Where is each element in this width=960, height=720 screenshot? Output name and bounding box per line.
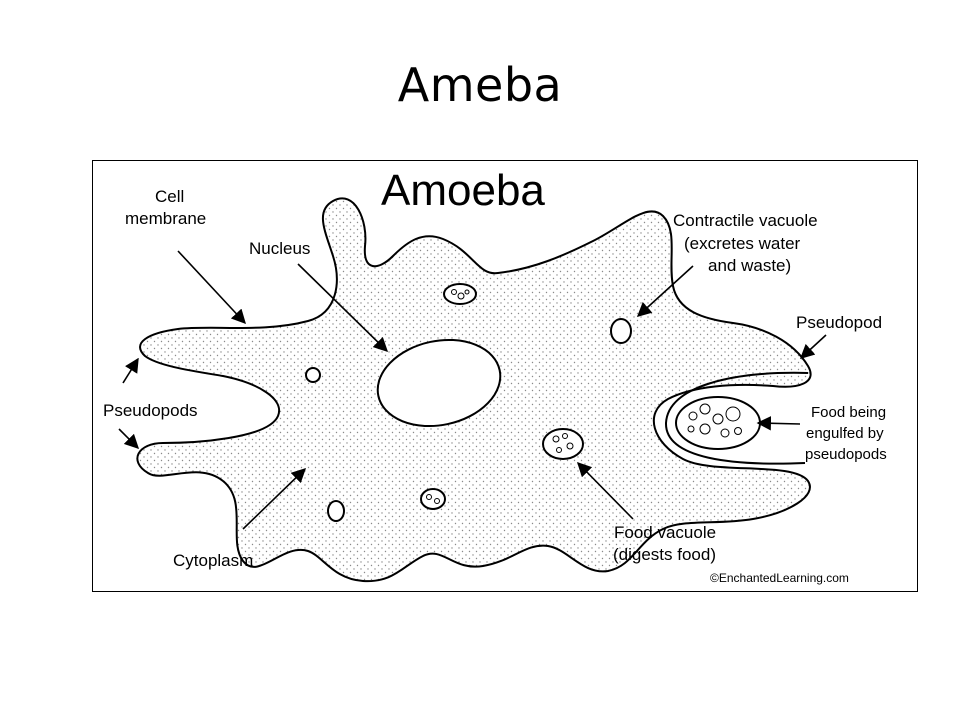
food-being-engulfed	[675, 396, 761, 450]
arrow-cell-membrane	[177, 250, 246, 325]
arrow-contractile-vacuole	[636, 265, 694, 317]
label-pseudopod: Pseudopod	[796, 313, 882, 332]
label-pseudopods: Pseudopods	[103, 401, 198, 420]
small-vacuole	[327, 500, 345, 522]
arrow-food-vacuole	[576, 461, 634, 520]
diagram-heading: Amoeba	[381, 166, 545, 215]
svg-text:(excretes water: (excretes water	[684, 234, 801, 253]
arrow-pseudopod	[799, 334, 827, 359]
food-vacuole	[542, 428, 584, 460]
svg-text:and waste): and waste)	[708, 256, 791, 275]
label-cell-membrane: Cell membrane	[125, 187, 206, 228]
svg-text:Food being: Food being	[811, 404, 886, 421]
svg-text:Contractile vacuole: Contractile vacuole	[673, 211, 818, 230]
nucleus	[376, 338, 502, 428]
contractile-vacuole	[610, 318, 632, 344]
slide-title: Ameba	[397, 58, 563, 112]
label-food-vacuole: Food vacuole (digests food)	[613, 523, 716, 564]
label-cytoplasm: Cytoplasm	[173, 551, 253, 570]
credit-text: ©EnchantedLearning.com	[710, 571, 849, 585]
svg-text:membrane: membrane	[125, 209, 206, 228]
small-vacuole	[305, 367, 321, 383]
food-vacuole-small	[420, 488, 446, 510]
arrow-pseudopods-lower	[118, 428, 140, 450]
food-particles	[552, 433, 574, 453]
food-particles	[451, 289, 470, 300]
engulfing-pseudopod	[664, 371, 809, 465]
label-contractile-vacuole: Contractile vacuole (excretes water and …	[673, 211, 818, 275]
arrow-nucleus	[297, 263, 389, 353]
food-particles	[687, 403, 742, 438]
svg-text:engulfed by: engulfed by	[806, 425, 884, 442]
svg-text:(digests food): (digests food)	[613, 545, 716, 564]
svg-text:Food vacuole: Food vacuole	[614, 523, 716, 542]
food-particles	[426, 494, 440, 504]
label-nucleus: Nucleus	[249, 239, 310, 258]
food-vacuole-small	[443, 283, 477, 305]
svg-text:Cell: Cell	[155, 187, 184, 206]
amoeba-diagram: Amoeba	[92, 160, 918, 592]
arrow-cytoplasm	[242, 467, 307, 530]
arrow-pseudopods-upper	[122, 357, 139, 384]
label-food-engulfed: Food being engulfed by pseudopods	[805, 404, 887, 463]
arrow-food-engulfed	[756, 416, 801, 431]
svg-text:pseudopods: pseudopods	[805, 446, 887, 463]
amoeba-diagram-svg: Amoeba	[103, 166, 887, 585]
